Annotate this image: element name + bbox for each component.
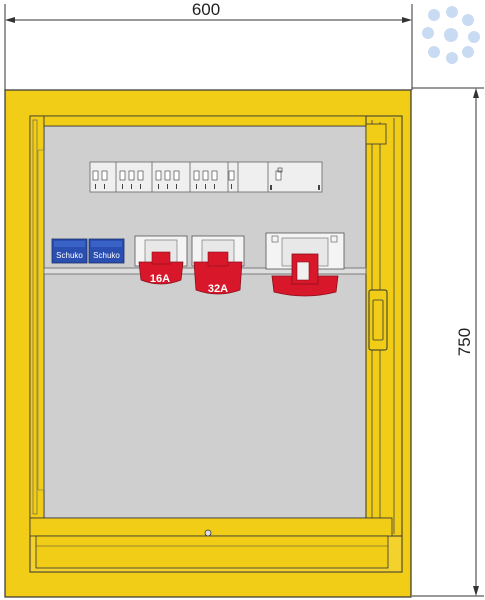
bottom-gland-plate — [35, 535, 389, 569]
schuko-left-label: Schuko — [56, 251, 83, 260]
width-arrow-right — [402, 17, 412, 23]
cee-socket-32a: 32A — [191, 235, 245, 295]
logo-watermark-icon — [422, 6, 480, 64]
cee-socket-large — [265, 232, 345, 297]
door-lock-inner — [372, 299, 384, 341]
cabinet-body — [4, 89, 412, 598]
height-label: 750 — [455, 328, 474, 356]
schuko-socket-left: Schuko — [51, 238, 88, 264]
left-frame-inner-line — [32, 119, 38, 515]
cee-32a-label: 32A — [208, 283, 228, 295]
width-label: 600 — [192, 0, 220, 19]
schuko-socket-right: Schuko — [88, 238, 125, 264]
hinge-top — [365, 123, 387, 145]
cee-16a-label: 16A — [150, 273, 170, 285]
width-dimension: 600 — [4, 0, 413, 90]
ground-screw-icon — [204, 529, 212, 537]
height-arrow-top — [473, 88, 479, 98]
door-lock-handle — [368, 289, 388, 351]
cee-socket-16a: 16A — [134, 235, 188, 285]
breaker-toggles — [92, 170, 282, 181]
left-frame-slot — [37, 149, 45, 491]
din-rail-sockets: Schuko Schuko 16A 32A — [43, 232, 367, 297]
top-frame-strip — [43, 115, 367, 127]
schuko-right-label: Schuko — [93, 251, 120, 260]
height-dimension: 750 — [412, 87, 484, 597]
width-arrow-left — [5, 17, 15, 23]
height-arrow-bottom — [473, 586, 479, 596]
breaker-marks — [95, 184, 320, 190]
din-rail-breakers — [89, 161, 323, 193]
